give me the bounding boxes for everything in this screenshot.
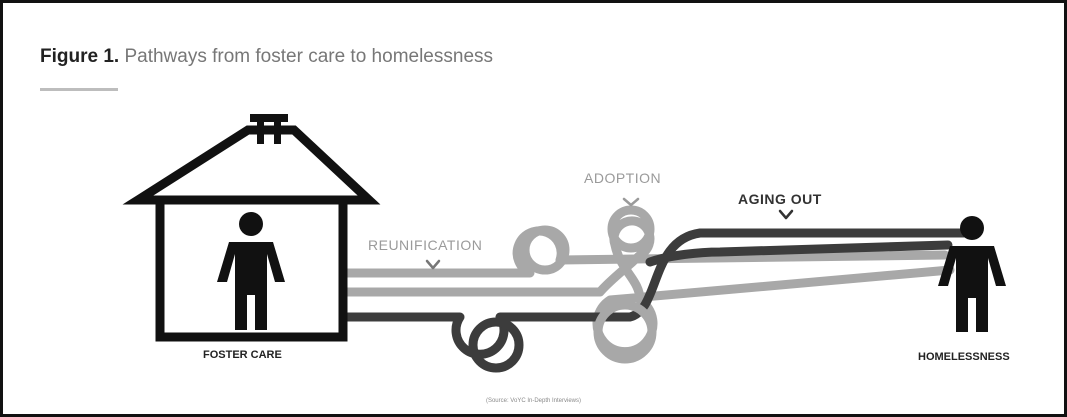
house-icon xyxy=(122,114,381,342)
aging-out-marker-icon xyxy=(778,209,794,220)
pathways xyxy=(340,205,975,373)
adoption-loop-bottom xyxy=(593,300,657,364)
reunification-marker-icon xyxy=(425,259,441,270)
aging-out-loop xyxy=(468,317,524,373)
foster-care-label: FOSTER CARE xyxy=(203,349,282,361)
foster-child-icon xyxy=(217,212,285,330)
homeless-person-icon xyxy=(938,216,1006,332)
adoption-loop-top xyxy=(607,205,655,253)
figure-title: Figure 1. Pathways from foster care to h… xyxy=(40,46,493,68)
aging-out-label: AGING OUT xyxy=(738,191,822,207)
title-underline xyxy=(40,88,118,91)
path-markers xyxy=(425,197,794,270)
figure-title-text: Pathways from foster care to homelessnes… xyxy=(124,46,494,67)
figure-label: Figure 1. xyxy=(40,46,120,67)
reunification-loop xyxy=(520,225,570,275)
aging-out-path xyxy=(340,228,975,359)
source-note: (Source: VoYC In-Depth Interviews) xyxy=(485,398,582,404)
homelessness-label: HOMELESSNESS xyxy=(918,351,1010,363)
adoption-label: ADOPTION xyxy=(584,170,661,186)
reunification-label: REUNIFICATION xyxy=(368,237,482,253)
adoption-marker-icon xyxy=(622,197,640,207)
adoption-path xyxy=(340,216,955,357)
dark-strand xyxy=(645,240,953,267)
